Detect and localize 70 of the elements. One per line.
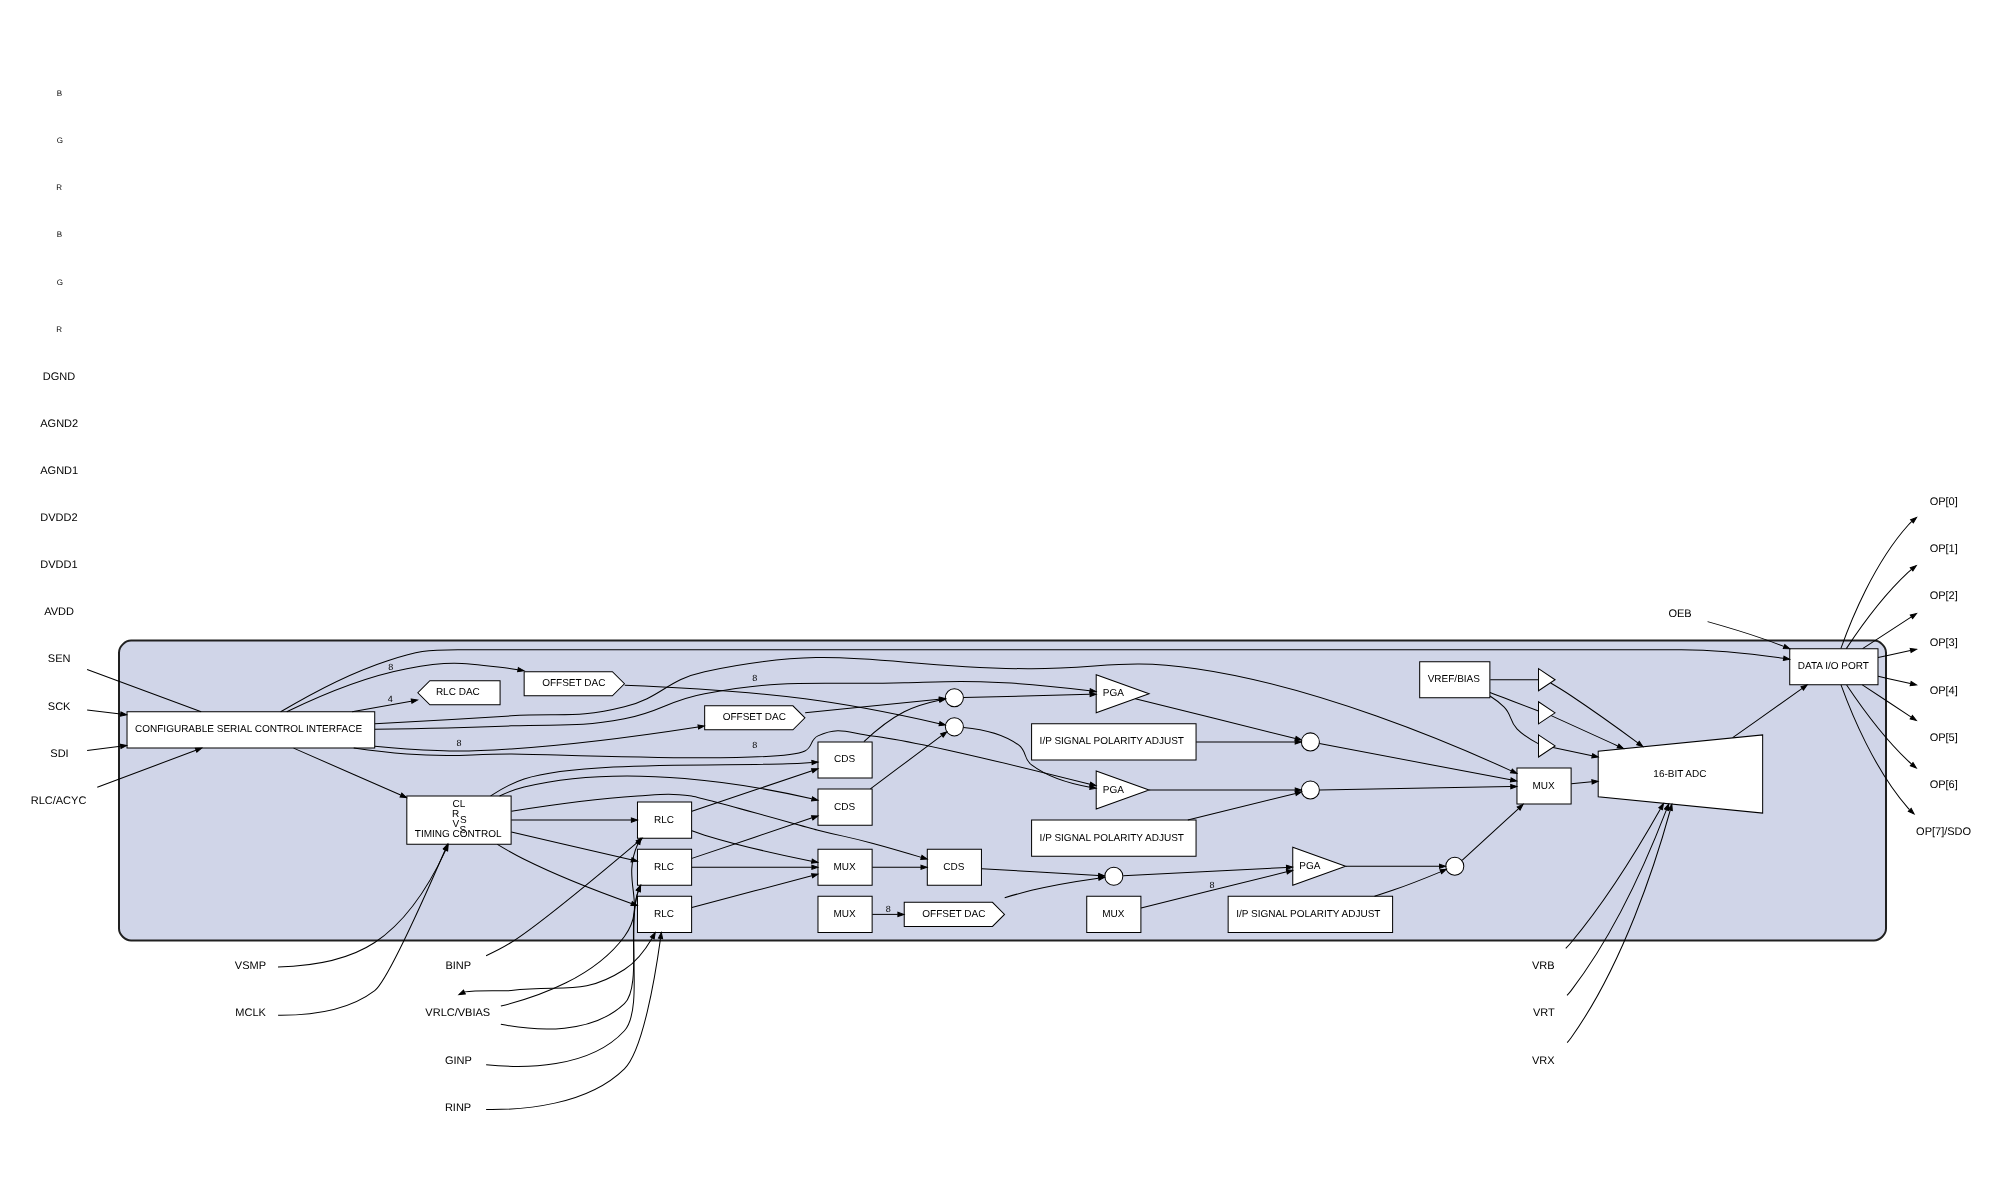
- arrow: [1133, 697, 1301, 741]
- arrow: [690, 814, 818, 858]
- arrow: [690, 872, 818, 907]
- arrow: [373, 656, 1517, 773]
- arrow: [509, 830, 637, 862]
- connector: [85, 667, 201, 712]
- arrow: [1564, 802, 1663, 948]
- arrow: [1147, 786, 1301, 792]
- arrow: [1549, 681, 1643, 746]
- arrow: [962, 725, 1096, 789]
- arrow: [498, 774, 818, 801]
- arrow: [1139, 868, 1293, 908]
- node-circle: [1299, 731, 1319, 751]
- arrow: [1569, 778, 1598, 784]
- arrow: [292, 746, 406, 798]
- connector: [1488, 691, 1538, 711]
- arrow: [1845, 683, 1916, 768]
- arrow: [870, 863, 927, 869]
- arrow: [352, 729, 1096, 786]
- arrow: [1844, 564, 1916, 649]
- connector: [1488, 694, 1538, 744]
- arrow: [1549, 714, 1623, 748]
- arrow: [1861, 612, 1916, 649]
- arrow: [1565, 802, 1672, 1043]
- arrow: [690, 863, 818, 869]
- arrow: [373, 723, 704, 751]
- node-triangle: [1537, 733, 1555, 757]
- arrow: [1706, 620, 1790, 649]
- connector: [1488, 678, 1538, 680]
- arrow: [1460, 802, 1523, 860]
- node-circle: [1444, 855, 1464, 875]
- arrow: [870, 910, 904, 916]
- arrow: [690, 829, 818, 863]
- arrow: [1186, 789, 1302, 820]
- arrow: [1876, 674, 1916, 686]
- arrow: [85, 742, 127, 751]
- node-circle: [943, 716, 963, 736]
- arrow: [1839, 683, 1914, 814]
- arrow: [961, 690, 1096, 698]
- arrow: [1318, 783, 1517, 790]
- arrow: [509, 792, 927, 859]
- node-circle: [943, 687, 963, 707]
- arrow: [350, 697, 417, 712]
- arrow: [1373, 867, 1446, 896]
- arrow: [457, 931, 655, 995]
- arrow: [85, 708, 127, 716]
- arrow: [1003, 874, 1105, 898]
- arrow: [1344, 862, 1446, 868]
- node-circle: [1103, 865, 1123, 885]
- arrow: [484, 930, 663, 1109]
- arrow: [1839, 516, 1917, 648]
- arrow: [1121, 863, 1293, 876]
- node-triangle: [1537, 667, 1555, 691]
- arrow: [1194, 738, 1301, 744]
- node-triangle: [1537, 700, 1555, 724]
- arrow: [1876, 646, 1916, 657]
- arrow: [95, 746, 202, 787]
- arrow: [1565, 802, 1669, 995]
- arrow: [1860, 683, 1916, 720]
- arrow: [1317, 741, 1517, 782]
- arrow: [285, 661, 524, 712]
- arrow: [868, 730, 947, 789]
- node-circle: [1299, 779, 1319, 799]
- arrow: [690, 767, 818, 811]
- arrow: [373, 679, 1096, 729]
- arrow: [489, 758, 818, 796]
- arrow: [1551, 746, 1598, 758]
- arrow: [279, 648, 1790, 712]
- arrow: [509, 816, 637, 822]
- arrow: [1731, 683, 1807, 738]
